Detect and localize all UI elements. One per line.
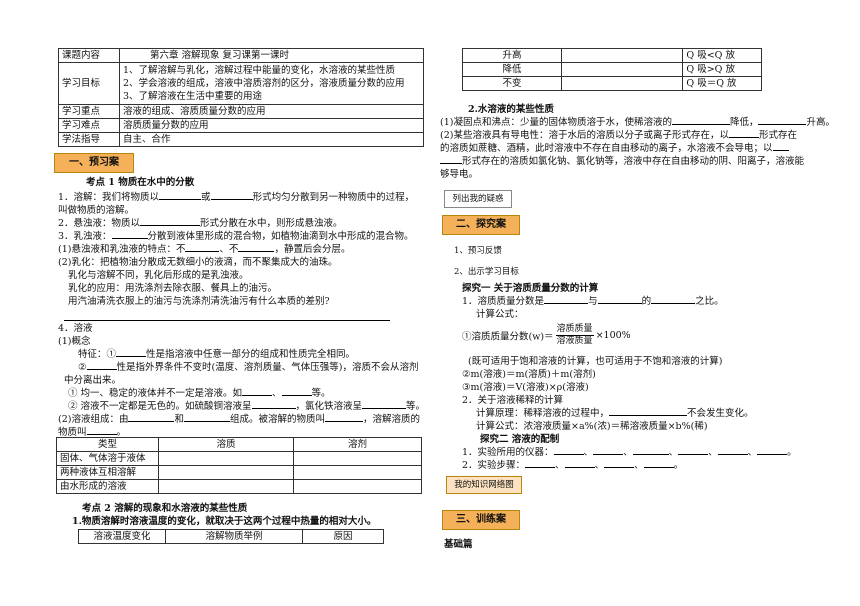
label-goals: 学习目标	[58, 62, 120, 105]
heat-fall: 降低	[462, 62, 562, 77]
question-line: 用汽油清洗衣服上的油污与洗涤剂清洗油污有什么本质的差别?	[68, 296, 330, 307]
composition-line: (2)溶液组成：由和组成。被溶解的物质叫，溶解溶质的	[58, 414, 421, 425]
answer-rule	[64, 320, 390, 321]
value-key: 溶液的组成、溶质质量分数的应用	[119, 104, 424, 119]
r-formula-3: ③m(溶液)＝V(溶液)×ρ(溶液)	[462, 382, 589, 393]
goal-2: 2、学会溶液的组成，溶液中溶质溶剂的区分，溶液质量分数的应用	[123, 78, 405, 89]
label-difficulty: 学习难点	[58, 118, 120, 133]
example-header: 溶解物质举例	[165, 529, 303, 544]
feature-2-cont: 中分离出来。	[64, 375, 122, 386]
r-conduct-3: 形式存在的溶质如氯化钠、氯化钠等，溶液中存在自由移动的阴、阳离子，溶液能	[440, 156, 804, 168]
preview-tag: 一、预习案	[54, 153, 134, 173]
r-feedback: 1、预习反馈	[454, 246, 502, 256]
table-row: 两种液体互相溶解	[56, 465, 159, 480]
goal-1: 1、了解溶解与乳化，溶解过程中能量的变化，水溶液的某些性质	[123, 65, 396, 76]
r-dilution-title: 2．关于溶液稀释的计算	[462, 395, 564, 406]
r-formula-note: (既可适用于饱和溶液的计算，也可适用于不饱和溶液的计算)	[468, 356, 723, 367]
solution-title: 4．溶液	[58, 323, 93, 334]
note-2: ② 溶液不一定都是无色的。如硫酸铜溶液呈，氯化铁溶液呈等。	[68, 401, 426, 412]
heat-table: 升高 Q 吸<Q 放 降低 Q 吸>Q 放 不变 Q 吸＝Q 放	[462, 48, 762, 91]
table-row: 固体、气体溶于液体	[56, 451, 159, 466]
kp2-line-1: 1.物质溶解时溶液温度的变化，就取决于这两个过程中热量的相对大小。	[72, 516, 377, 527]
r-explore-1: 探究一 关于溶质质量分数的计算	[462, 283, 599, 294]
value-difficulty: 溶质质量分数的应用	[119, 118, 424, 133]
reason-header: 原因	[302, 529, 384, 544]
heat-rise-q: Q 吸<Q 放	[682, 48, 762, 63]
r-instruments: 1．实验所用的仪器：、、、、、。	[462, 447, 797, 458]
table-row: 由水形成的溶液	[56, 479, 159, 494]
label-method: 学法指导	[58, 132, 120, 147]
solvent-header: 溶剂	[293, 437, 422, 452]
emulsify-use: 乳化的应用：用洗涤剂去除衣服、餐具上的油污。	[68, 283, 278, 294]
header-table: 课题内容 第六章 溶解现象 复习课第一课时 学习目标 1、了解溶解与乳化，溶解过…	[58, 48, 424, 147]
r-conduct-4: 够导电。	[440, 169, 479, 180]
r-explore-2: 探究二 溶液的配制	[480, 434, 560, 445]
r-conduct-2: 的溶质如蔗糖、酒精，此时溶液中不存在自由移动的离子，水溶液不会导电；以	[440, 143, 789, 155]
emulsion-line: 3．乳浊液：分散到液体里形成的混合物，如植物油滴到水中形成的混合物。	[58, 231, 414, 242]
heat-same-q: Q 吸＝Q 放	[682, 76, 762, 91]
r-freezing: (1)凝固点和沸点：少量的固体物质溶于水，使稀溶液的降低，升高。	[440, 117, 835, 128]
kp2-title: 考点 2 溶解的现象和水溶液的某些性质	[82, 503, 248, 514]
explore-tag: 二、探究案	[442, 215, 520, 235]
emulsify-diff: 乳化与溶解不同，乳化后形成的是乳浊液。	[68, 270, 249, 281]
doubts-box: 列出我的疑惑	[444, 190, 512, 208]
fraction: 溶质质量溶液质量	[555, 324, 594, 346]
r-conduct: (2)某些溶液具有导电性：溶于水后的溶质以分子或离子形式存在，以形式存在	[440, 130, 797, 141]
temp-table: 溶液温度变化 溶解物质举例 原因	[78, 529, 384, 544]
kp1-title: 考点 1 物质在水中的分散	[86, 177, 195, 188]
r-goals: 2、出示学习目标	[454, 267, 519, 277]
suspension-line: 2．悬浊液：物质以形式分散在水中，则形成悬浊液。	[58, 218, 343, 229]
feature-line: (1)悬浊液和乳浊液的特点：不、不，静置后会分层。	[58, 244, 351, 255]
r-formula-2: ②m(溶液)＝m(溶质)＋m(溶剂)	[462, 369, 596, 380]
type-header: 类型	[56, 437, 159, 452]
goal-3: 3、了解溶液在生活中重要的用途	[123, 91, 263, 102]
heat-same: 不变	[462, 76, 562, 91]
dissolve-line: 1．溶解：我们将物质以或形式均匀分散到另一种物质中的过程，	[58, 192, 415, 203]
type-table: 类型 溶质 溶剂 固体、气体溶于液体 两种液体互相溶解 由水形成的溶液	[56, 437, 422, 494]
training-tag: 三、训练案	[442, 510, 520, 530]
r-definition: 1．溶质质量分数是与的之比。	[462, 296, 724, 307]
network-box: 我的知识网络图	[446, 476, 522, 494]
r-basic: 基础篇	[444, 539, 473, 550]
value-topic: 第六章 溶解现象 复习课第一课时	[119, 48, 424, 63]
r-dilution-formula: 计算公式：浓溶液质量×a%(浓)＝稀溶液质量×b%(稀)	[476, 421, 708, 432]
temp-header: 溶液温度变化	[78, 529, 166, 544]
composition-line-2: 物质叫。	[58, 427, 127, 438]
dissolve-line-2: 叫做物质的溶解。	[58, 205, 135, 216]
emulsify-line: (2)乳化：把植物油分散成无数细小的液滴，而不聚集成大的油珠。	[58, 257, 338, 268]
label-topic: 课题内容	[58, 48, 120, 63]
concept-title: (1)概念	[58, 336, 91, 347]
r-dilution-principle: 计算原理：稀释溶液的过程中，不会发生变化。	[476, 408, 754, 419]
heat-fall-q: Q 吸>Q 放	[682, 62, 762, 77]
value-goals: 1、了解溶解与乳化，溶解过程中能量的变化，水溶液的某些性质 2、学会溶液的组成，…	[119, 62, 424, 105]
solute-header: 溶质	[158, 437, 294, 452]
label-key: 学习重点	[58, 104, 120, 119]
r-formula-1: ①溶质质量分数(w)＝溶质质量溶液质量×100%	[462, 324, 631, 346]
r-properties-title: 2.水溶液的某些性质	[468, 104, 554, 115]
value-method: 自主、合作	[119, 132, 424, 147]
heat-rise: 升高	[462, 48, 562, 63]
r-steps: 2．实验步骤：、、、。	[462, 460, 684, 471]
r-formula-label: 计算公式：	[476, 309, 524, 320]
note-1: ① 均一、稳定的液体并不一定是溶液。如、等。	[68, 388, 331, 399]
